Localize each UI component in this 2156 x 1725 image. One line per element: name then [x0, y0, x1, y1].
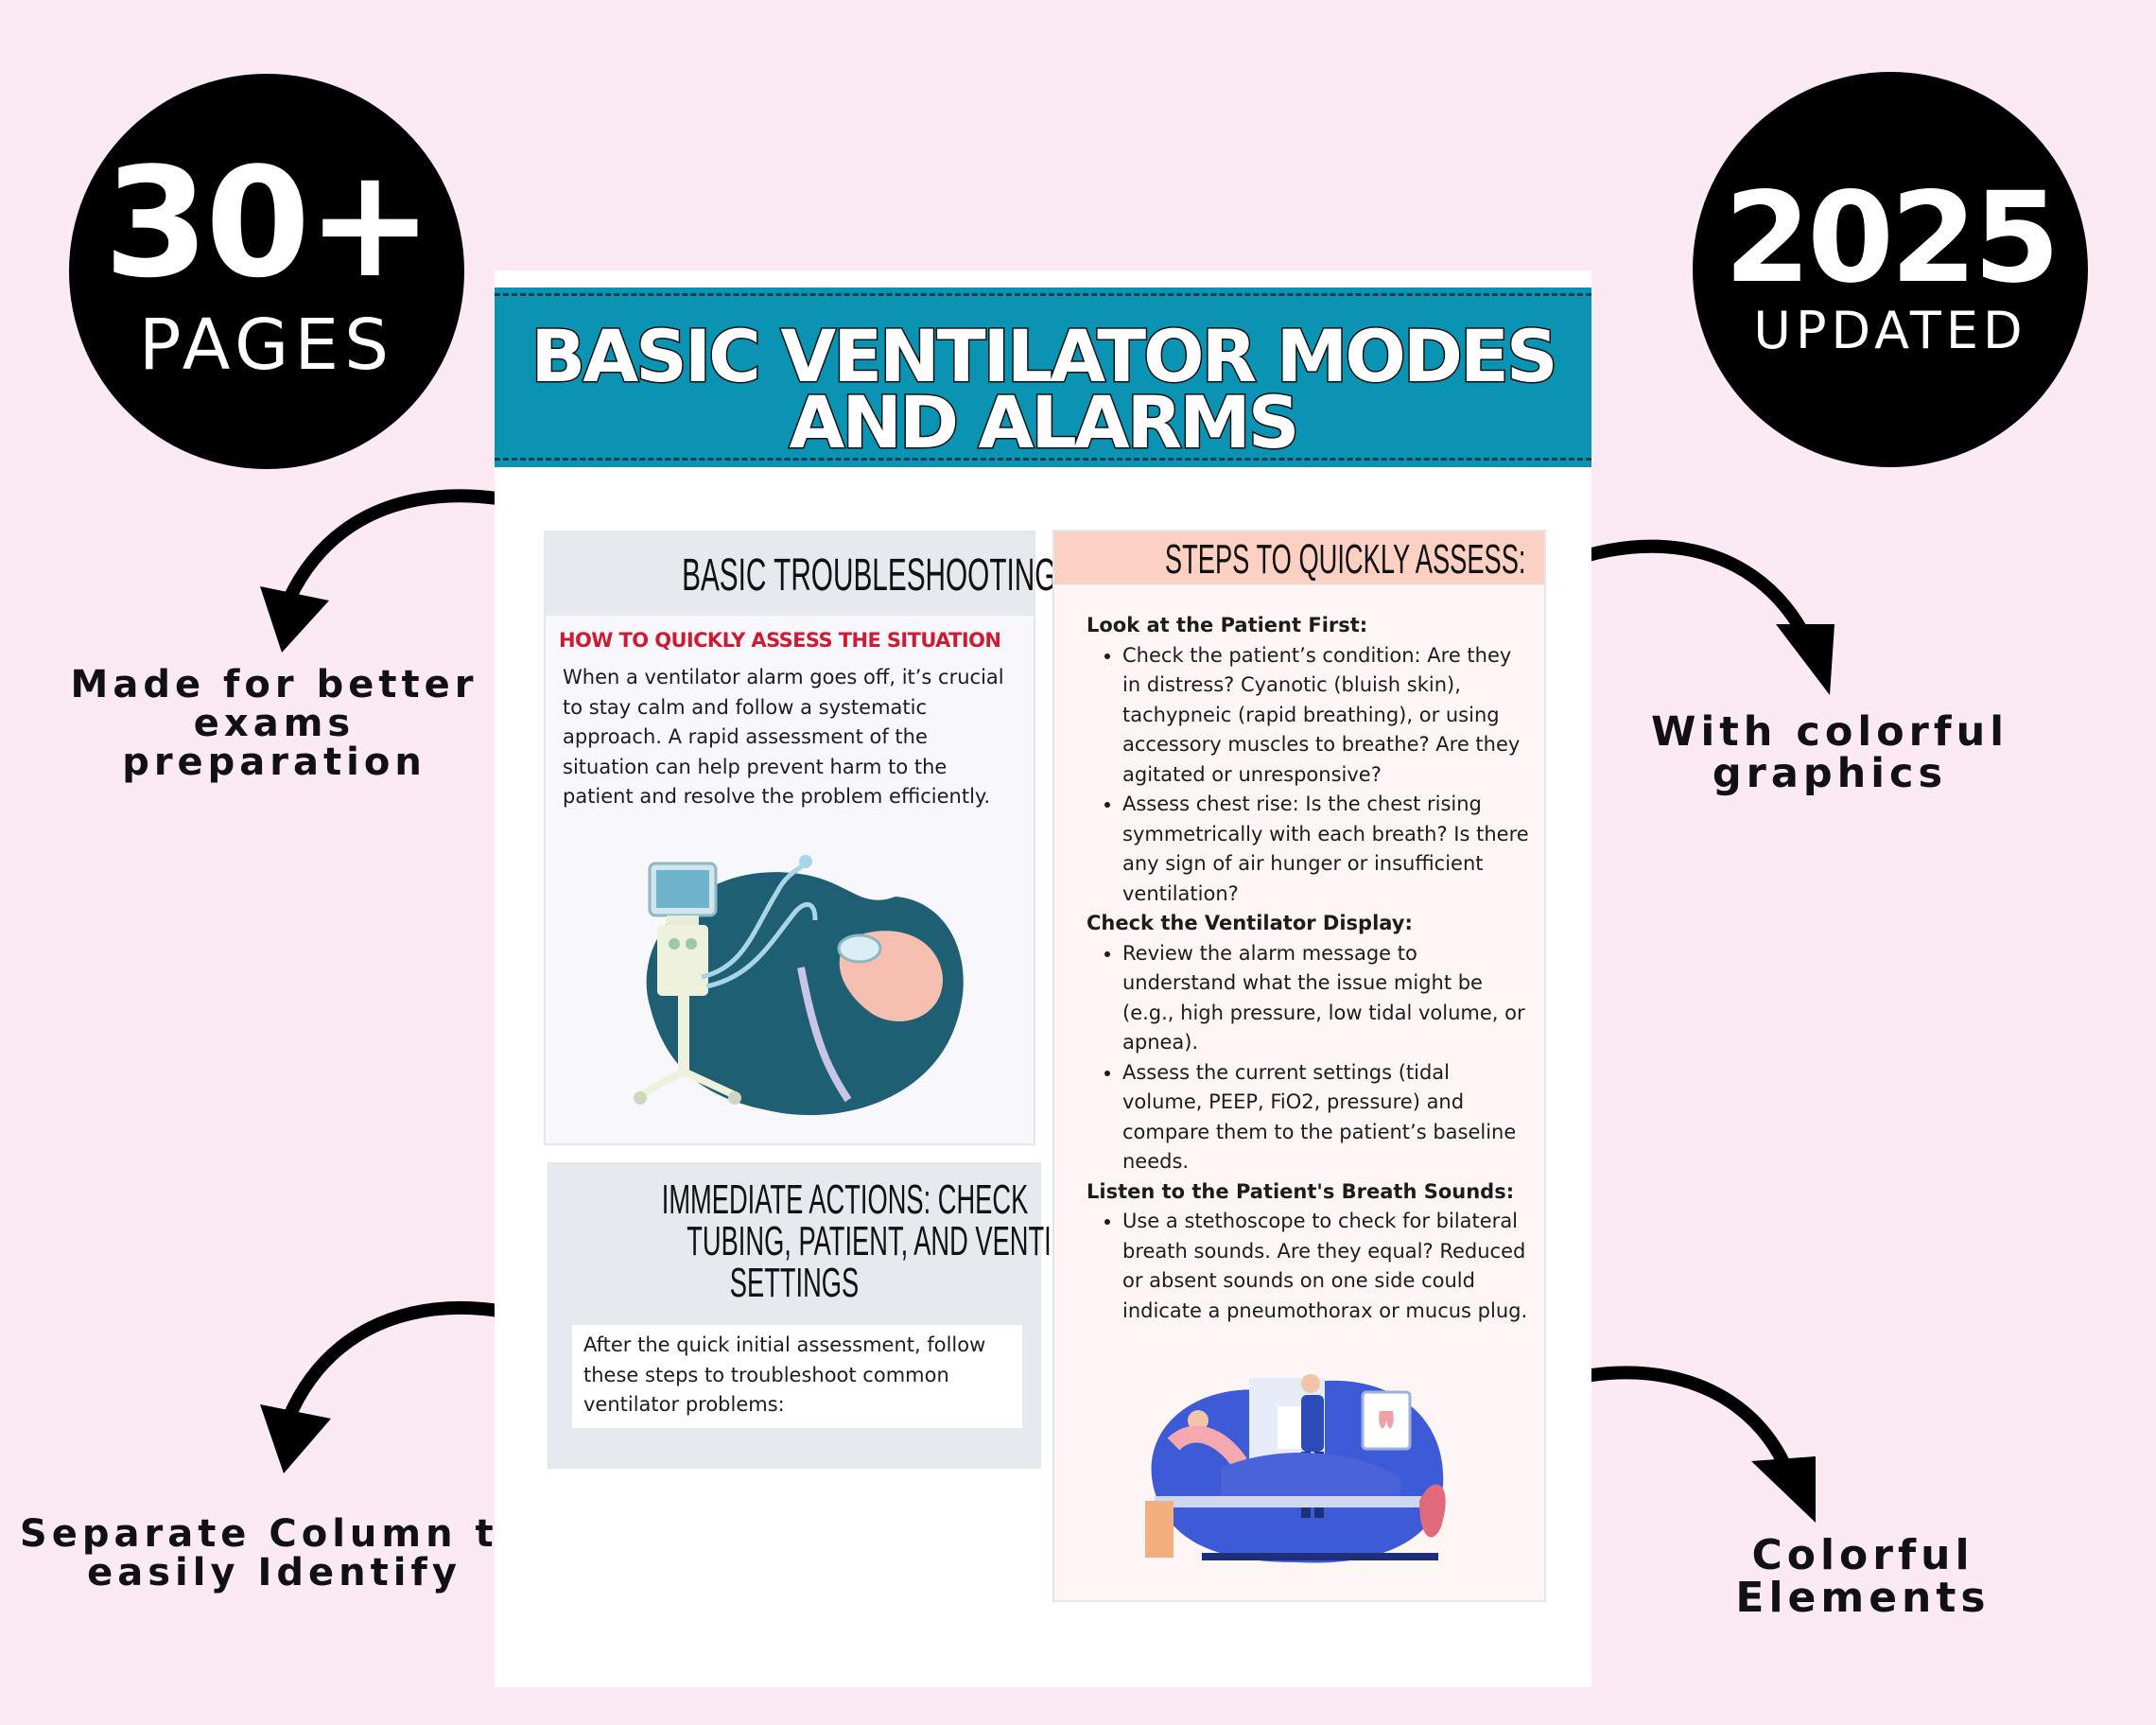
card-heading: STEPS TO QUICKLY ASSESS: — [1054, 531, 1544, 584]
section-title: Check the Ventilator Display: — [1087, 912, 1413, 934]
pages-count: 30+ — [103, 134, 434, 311]
title-line: BASIC VENTILATOR MODES — [530, 314, 1559, 398]
callout-separate-column: Separate Column to easily Identify — [19, 1512, 530, 1595]
section-title: Look at the Patient First: — [1087, 614, 1368, 636]
card-heading-text: STEPS TO QUICKLY ASSESS: — [1164, 536, 1526, 583]
list-item: Check the patient’s condition: Are they … — [1122, 641, 1531, 791]
heading-line: SETTINGS — [729, 1260, 860, 1306]
callout-line: Colorful — [1751, 1531, 1974, 1579]
steps-list: Look at the Patient First: Check the pati… — [1054, 584, 1544, 1326]
callout-line: Elements — [1735, 1574, 1991, 1623]
card-paragraph: After the quick initial assessment, foll… — [572, 1325, 1022, 1428]
pages-label: PAGES — [138, 305, 395, 386]
bullet-list: Check the patient’s condition: Are they … — [1087, 641, 1531, 910]
callout-line: graphics — [1712, 750, 1948, 798]
list-item: Review the alarm message to understand w… — [1122, 939, 1531, 1058]
callout-colorful-elements: Colorful Elements — [1645, 1534, 2080, 1620]
assess-steps-card: STEPS TO QUICKLY ASSESS: Look at the Pat… — [1052, 530, 1546, 1602]
list-item: Use a stethoscope to check for bilateral… — [1122, 1207, 1531, 1326]
card-heading-text: BASIC TROUBLESHOOTING TIPS — [682, 550, 1127, 601]
callout-line: Made for better — [70, 663, 478, 706]
page-title: BASIC VENTILATOR MODES AND ALARMS — [495, 314, 1591, 464]
card-heading: BASIC TROUBLESHOOTING TIPS — [546, 532, 1126, 616]
list-item: Assess chest rise: Is the chest rising s… — [1122, 790, 1531, 909]
callout-line: Separate Column to — [19, 1512, 530, 1556]
callout-exam-prep: Made for better exams preparation — [38, 663, 511, 785]
card-paragraph: When a ventilator alarm goes off, it’s c… — [563, 666, 1004, 808]
section-title: Listen to the Patient's Breath Sounds: — [1087, 1179, 1515, 1203]
updated-badge: 2025 UPDATED — [1693, 72, 2088, 467]
document-page: BASIC VENTILATOR MODES AND ALARMS BASIC … — [495, 270, 1591, 1687]
updated-label: UPDATED — [1753, 301, 2027, 360]
year-number: 2025 — [1724, 166, 2060, 311]
list-item: Assess the current settings (tidal volum… — [1122, 1058, 1531, 1177]
pages-badge: 30+ PAGES — [69, 74, 464, 469]
troubleshooting-card: BASIC TROUBLESHOOTING TIPS HOW TO QUICKL… — [544, 531, 1126, 1145]
title-line: AND ALARMS — [788, 380, 1301, 464]
callout-colorful-graphics: With colorful graphics — [1608, 711, 2052, 795]
callout-line: With colorful — [1651, 708, 2008, 756]
card-subheading: HOW TO QUICKLY ASSESS THE SITUATION — [559, 629, 1001, 652]
heading-line: IMMEDIATE ACTIONS: CHECK — [661, 1176, 1029, 1223]
ventilator-illustration — [634, 855, 964, 1116]
title-banner: BASIC VENTILATOR MODES AND ALARMS — [495, 288, 1591, 467]
callout-line: exams preparation — [122, 702, 426, 785]
hospital-bed-illustration — [1145, 1374, 1446, 1563]
bullet-list: Review the alarm message to understand w… — [1087, 939, 1531, 1177]
callout-line: easily Identify — [87, 1551, 461, 1595]
banner-dash-top — [495, 293, 1591, 296]
bullet-list: Use a stethoscope to check for bilateral… — [1087, 1207, 1531, 1326]
card-heading: IMMEDIATE ACTIONS: CHECK TUBING, PATIENT… — [549, 1164, 1135, 1306]
banner-dash-bottom — [495, 458, 1591, 461]
immediate-actions-card: IMMEDIATE ACTIONS: CHECK TUBING, PATIENT… — [548, 1162, 1135, 1469]
